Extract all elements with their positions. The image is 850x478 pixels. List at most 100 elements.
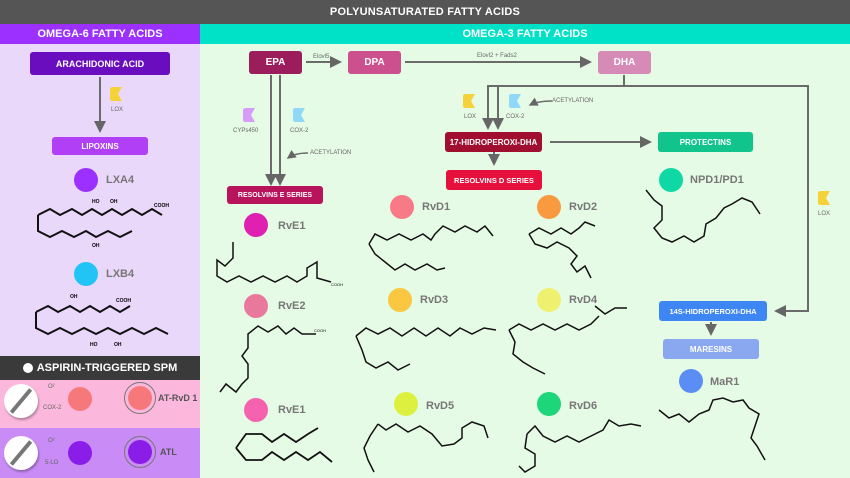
rvd2-name: RvD2 [569,201,598,213]
cyps450-label: CYPs450 [233,128,259,134]
lxa4-structure: HO OH COOH OH [37,199,169,249]
maresins-box: MARESINS [663,339,759,359]
rve1-structure: COOH [216,242,343,287]
mar1-structure [658,397,766,461]
omega6-header-text: OMEGA-6 FATTY ACIDS [37,28,163,40]
rvd3-ball-icon [388,288,412,312]
resolvins-d-box: RESOLVINS D SERIES [446,170,542,190]
rvd6-ball-icon [537,392,561,416]
aspirin-pill-icon-1 [4,384,38,418]
protectins-label: PROTECTINS [679,137,732,147]
precursor-ball-1-icon [68,387,92,411]
omega3-panel [200,44,850,478]
lxa4-oh1: OH [110,199,118,205]
rvd2-ball-icon [537,195,561,219]
hydroperoxi-14s-box: 14S-HIDROPEROXI-DHA [659,301,767,321]
rvd1-name: RvD1 [422,201,451,213]
npd1-ball-icon [659,168,683,192]
cyps450-enzyme-icon [243,108,255,122]
rvd4-structure [508,305,627,375]
lxb4-name: LXB4 [106,268,135,280]
rve2-name: RvE2 [278,300,306,312]
o2-label-2: O² [48,438,55,444]
o2-label-1: O² [48,384,55,390]
dha-label: DHA [613,57,636,68]
5lo-label: 5-LO [45,460,59,466]
rve1-cooh: COOH [331,282,343,287]
acetylation-label-1: ACETYLATION [310,150,352,156]
precursor-ball-2-icon [68,441,92,465]
lxb4-oh2: OH [114,342,122,348]
lipoxins-box: LIPOXINS [52,137,148,155]
cox2-enzyme-icon-epa [293,108,305,122]
resolvins-e-label: RESOLVINS E SERIES [237,191,313,199]
hydroperoxi-17-label: 17-HIDROPEROXI-DHA [449,137,538,147]
atrvd1-ball-icon [128,386,152,410]
lxa4-oh2: OH [92,243,100,249]
title-text: POLYUNSATURATED FATTY ACIDS [329,6,521,18]
atrvd1-name: AT-RvD 1 [158,393,198,403]
rve2-structure: COOH [219,325,326,394]
protectins-box: PROTECTINS [658,132,753,152]
aspirin-header: ASPIRIN-TRIGGERED SPM [0,356,200,380]
rve1-ball-icon [244,213,268,237]
rve1b-name: RvE1 [278,404,306,416]
cox2-label-dha: COX-2 [506,114,525,120]
rvd5-ball-icon [394,392,418,416]
dha-box: DHA [598,51,651,74]
rve2-cooh: COOH [314,328,326,333]
maresins-label: MARESINS [689,344,733,354]
lxa4-ball-icon [74,168,98,192]
lipoxins-label: LIPOXINS [81,141,119,151]
lox-enzyme-icon [110,87,122,101]
aspirin-header-text: ASPIRIN-TRIGGERED SPM [36,362,178,374]
atrvd1-ring-icon [124,382,156,414]
mar1-ball-icon [679,369,703,393]
dpa-box: DPA [348,51,401,74]
lxb4-structure: OH COOH HO OH [35,294,169,348]
omega3-header: OMEGA-3 FATTY ACIDS [200,24,850,44]
rve2-ball-icon [244,294,268,318]
lxb4-cooh: COOH [116,298,131,304]
lox-enzyme-icon-right [818,191,830,205]
epa-label: EPA [265,57,286,68]
resolvins-e-box: RESOLVINS E SERIES [227,186,323,204]
mar1-name: MaR1 [710,376,740,388]
rvd1-ball-icon [390,195,414,219]
rvd4-name: RvD4 [569,294,598,306]
hydroperoxi-14s-label: 14S-HIDROPEROXI-DHA [669,306,757,316]
arachidonic-acid-box: ARACHIDONIC ACID [30,52,170,75]
omega3-header-text: OMEGA-3 FATTY ACIDS [462,28,588,40]
lxb4-ho: HO [90,342,98,348]
aspirin-pill-icon [22,363,33,373]
npd1-name: NPD1/PD1 [690,174,744,186]
arrow-dha-branch [482,75,625,130]
lox-label-right: LOX [818,211,831,217]
acetylation-arrow-2 [528,97,553,106]
rvd5-name: RvD5 [426,400,455,412]
aspirin-pill-icon-2 [4,436,38,470]
hydroperoxi-17-box: 17-HIDROPEROXI-DHA [445,132,542,152]
arachidonic-acid-label: ARACHIDONIC ACID [55,58,145,69]
acetylation-label-2: ACETYLATION [552,98,594,104]
rvd4-ball-icon [537,288,561,312]
page-title: POLYUNSATURATED FATTY ACIDS [0,0,850,24]
lxa4-cooh: COOH [154,203,169,209]
acetylation-arrow-1 [286,149,309,159]
epa-box: EPA [249,51,302,74]
rvd6-structure [518,418,642,473]
elovl5-label: Elovl5 [313,54,330,60]
rve1b-structure [235,427,333,463]
lxa4-name: LXA4 [106,174,135,186]
cox2-label-asp: COX-2 [43,405,62,411]
omega6-header: OMEGA-6 FATTY ACIDS [0,24,200,44]
rve1b-ball-icon [244,398,268,422]
cox2-enzyme-icon-dha [509,94,521,108]
atl-ball-icon [128,440,152,464]
resolvins-d-label: RESOLVINS D SERIES [454,175,534,185]
rvd1-structure [368,224,494,271]
rvd3-structure [355,327,497,371]
lox-enzyme-icon-dha [463,94,475,108]
lox-label-dha: LOX [464,114,477,120]
